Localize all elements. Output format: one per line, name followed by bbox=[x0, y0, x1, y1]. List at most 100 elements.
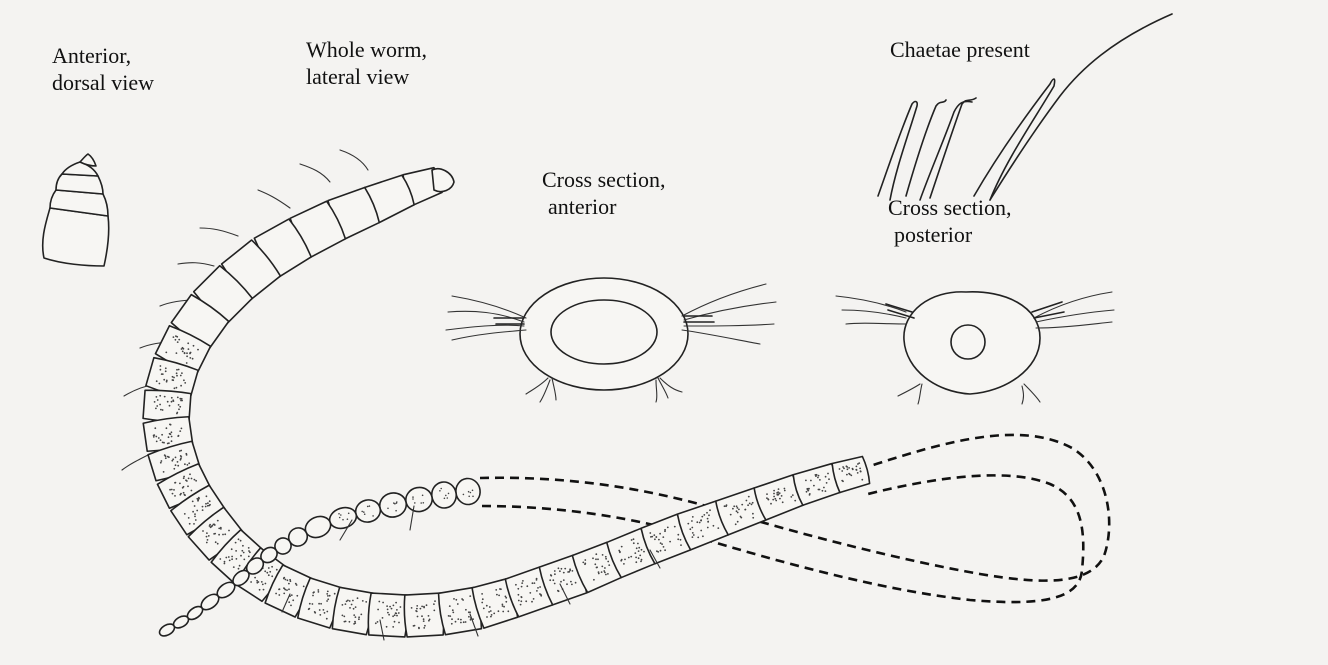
speckle bbox=[490, 610, 492, 612]
speckle bbox=[818, 489, 820, 491]
speckle bbox=[186, 454, 188, 456]
speckle bbox=[518, 600, 520, 602]
speckle bbox=[421, 606, 423, 608]
speckle bbox=[850, 475, 852, 477]
speckle bbox=[521, 582, 523, 584]
speckle bbox=[624, 559, 626, 561]
speckle bbox=[463, 494, 465, 496]
speckle bbox=[259, 589, 261, 591]
speckle bbox=[178, 408, 180, 410]
speckle bbox=[449, 605, 451, 607]
speckle bbox=[440, 488, 442, 490]
speckle bbox=[689, 528, 691, 530]
speckle bbox=[268, 574, 270, 576]
speckle bbox=[238, 538, 240, 540]
speckle bbox=[423, 502, 425, 504]
speckle bbox=[206, 542, 208, 544]
speckle bbox=[412, 496, 414, 498]
body-segment bbox=[332, 587, 373, 634]
speckle bbox=[584, 563, 586, 565]
speckle bbox=[747, 504, 749, 506]
speckle bbox=[503, 606, 505, 608]
label-anterior-dorsal-view: Anterior, dorsal view bbox=[52, 42, 154, 96]
speckle bbox=[465, 609, 467, 611]
speckle bbox=[635, 557, 637, 559]
cross-section-posterior-drawing bbox=[836, 292, 1114, 404]
speckle bbox=[365, 601, 367, 603]
speckle bbox=[496, 594, 498, 596]
speckle bbox=[498, 610, 500, 612]
speckle bbox=[179, 430, 181, 432]
speckle bbox=[338, 513, 340, 515]
speckle bbox=[256, 582, 258, 584]
speckle bbox=[708, 514, 710, 516]
speckle bbox=[752, 502, 754, 504]
speckle bbox=[790, 496, 792, 498]
speckle bbox=[702, 535, 704, 537]
speckle bbox=[707, 518, 709, 520]
label-line: Whole worm, bbox=[306, 36, 427, 63]
speckle bbox=[186, 362, 188, 364]
speckle bbox=[634, 552, 636, 554]
speckle bbox=[156, 441, 158, 443]
speckle bbox=[207, 505, 209, 507]
label-line: Cross section, bbox=[888, 194, 1011, 221]
speckle bbox=[225, 557, 227, 559]
speckle bbox=[559, 570, 561, 572]
speckle bbox=[779, 498, 781, 500]
speckle bbox=[194, 479, 196, 481]
speckle bbox=[202, 506, 204, 508]
speckle bbox=[607, 573, 609, 575]
speckle bbox=[289, 579, 291, 581]
speckle bbox=[605, 556, 607, 558]
speckle bbox=[400, 606, 402, 608]
speckle bbox=[327, 595, 329, 597]
speckle bbox=[156, 380, 158, 382]
speckle bbox=[752, 517, 754, 519]
speckle bbox=[784, 488, 786, 490]
speckle bbox=[154, 427, 156, 429]
speckle bbox=[563, 579, 565, 581]
speckle bbox=[813, 485, 815, 487]
speckle bbox=[605, 558, 607, 560]
speckle bbox=[364, 513, 366, 515]
speckle bbox=[709, 509, 711, 511]
speckle bbox=[171, 436, 173, 438]
speckle bbox=[560, 581, 562, 583]
speckle bbox=[687, 523, 689, 525]
speckle bbox=[582, 562, 584, 564]
speckle bbox=[638, 557, 640, 559]
speckle bbox=[209, 525, 211, 527]
speckle bbox=[249, 551, 251, 553]
speckle bbox=[329, 595, 331, 597]
speckle bbox=[278, 594, 280, 596]
speckle bbox=[159, 383, 161, 385]
speckle bbox=[177, 435, 179, 437]
speckle bbox=[825, 490, 827, 492]
speckle bbox=[502, 604, 504, 606]
speckle bbox=[398, 622, 400, 624]
speckle bbox=[752, 513, 754, 515]
speckle bbox=[856, 466, 858, 468]
speckle bbox=[287, 579, 289, 581]
speckle bbox=[490, 616, 492, 618]
speckle bbox=[207, 539, 209, 541]
speckle bbox=[360, 614, 362, 616]
speckle bbox=[517, 588, 519, 590]
speckle bbox=[395, 602, 397, 604]
speckle bbox=[194, 505, 196, 507]
speckle bbox=[768, 499, 770, 501]
speckle bbox=[782, 501, 784, 503]
speckle bbox=[179, 483, 181, 485]
speckle bbox=[174, 495, 176, 497]
speckle bbox=[857, 463, 859, 465]
speckle bbox=[414, 625, 416, 627]
speckle bbox=[173, 489, 175, 491]
speckle bbox=[860, 471, 862, 473]
speckle bbox=[219, 558, 221, 560]
label-chaetae-present: Chaetae present bbox=[890, 36, 1030, 63]
speckle bbox=[643, 551, 645, 553]
speckle bbox=[558, 590, 560, 592]
speckle bbox=[828, 478, 830, 480]
speckle bbox=[187, 342, 189, 344]
